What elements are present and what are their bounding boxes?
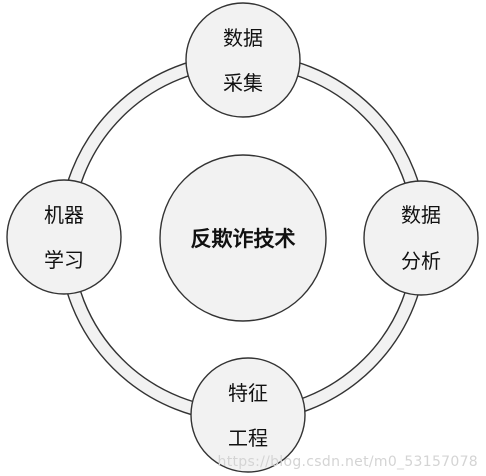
- node-circle: [190, 357, 306, 473]
- center-circle: [159, 154, 327, 322]
- node-label-line2: 采集: [223, 71, 263, 95]
- node-label-line2: 工程: [228, 426, 268, 450]
- center-label: 反欺诈技术: [191, 227, 296, 251]
- node-label-line2: 学习: [44, 248, 84, 272]
- node-circle: [185, 2, 301, 118]
- node-label-line1: 数据: [401, 203, 441, 227]
- node-circle: [6, 179, 122, 295]
- node-feature-engineering: 特征 工程: [190, 357, 306, 473]
- watermark: https://blog.csdn.net/m0_53157078: [217, 454, 478, 470]
- node-label-line1: 特征: [228, 381, 268, 405]
- node-label-line1: 数据: [223, 26, 263, 50]
- node-data-analysis: 数据 分析: [363, 180, 479, 296]
- node-machine-learning: 机器 学习: [6, 179, 122, 295]
- node-label-line1: 机器: [44, 203, 84, 227]
- node-data-collection: 数据 采集: [185, 2, 301, 118]
- node-label-line2: 分析: [401, 249, 441, 273]
- center-node: 反欺诈技术: [159, 154, 327, 322]
- node-circle: [363, 180, 479, 296]
